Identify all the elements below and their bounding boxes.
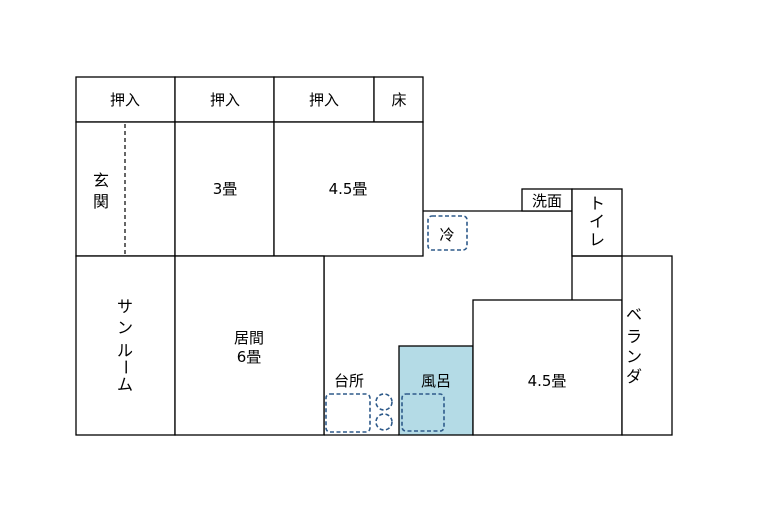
toilet-room [571, 188, 623, 257]
veranda-char: ベ [626, 305, 642, 324]
veranda-char: ダ [626, 367, 642, 386]
room-3jo-label: 3畳 [213, 180, 238, 198]
sunroom-char: サ [117, 297, 133, 316]
sink-icon [325, 393, 371, 433]
closet-2-label: 押入 [210, 91, 240, 109]
room-4-5jo-bottom-label: 4.5畳 [528, 372, 567, 390]
living-room-size: 6畳 [237, 348, 262, 366]
closet-3 [273, 76, 375, 123]
bathroom [398, 345, 474, 436]
veranda [621, 255, 673, 436]
living-room-name: 居間 [234, 329, 264, 347]
sunroom-char: ム [117, 375, 133, 394]
sunroom-char: ル [117, 341, 133, 360]
fridge-icon [427, 215, 468, 251]
toilet-char: レ [589, 230, 605, 249]
room-4-5jo-top [273, 121, 424, 257]
sunroom-char: ン [117, 318, 133, 337]
toilet-char: イ [589, 212, 605, 231]
room-3jo [174, 121, 275, 257]
fridge-label: 冷 [439, 226, 454, 244]
bathtub-icon [401, 393, 445, 432]
room-4-5jo-top-label: 4.5畳 [329, 180, 368, 198]
living-room [174, 255, 325, 436]
closet-1 [75, 76, 176, 123]
kitchen-label: 台所 [334, 372, 364, 390]
sunroom [75, 255, 176, 436]
stove-burner-icon [375, 393, 393, 411]
veranda-char: ラ [626, 327, 642, 346]
tokonoma-label: 床 [391, 91, 406, 109]
genkan-char: 玄 [93, 171, 109, 190]
kitchen-top-wall [423, 210, 573, 300]
sunroom-char: ー [116, 359, 135, 375]
tokonoma [373, 76, 424, 123]
genkan-char: 関 [93, 192, 109, 211]
washroom-label: 洗面 [532, 192, 562, 210]
closet-1-label: 押入 [110, 91, 140, 109]
stove-burner-icon [375, 413, 393, 431]
closet-3-label: 押入 [309, 91, 339, 109]
closet-2 [174, 76, 275, 123]
room-4-5jo-bottom [472, 299, 623, 436]
toilet-char: ト [589, 194, 605, 213]
bathroom-label: 風呂 [421, 372, 451, 390]
veranda-char: ン [626, 347, 642, 366]
